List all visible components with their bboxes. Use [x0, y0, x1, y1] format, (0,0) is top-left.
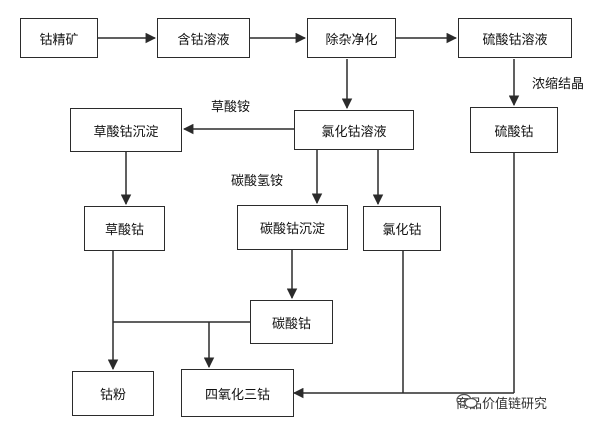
label-ammonium-bicarbonate: 碳酸氢铵	[231, 174, 284, 189]
node-cobalt-chloride: 氯化钴	[363, 206, 441, 251]
node-cobalt-containing-solution: 含钴溶液	[157, 18, 250, 58]
wechat-icon	[456, 393, 478, 409]
node-cobalt-concentrate: 钴精矿	[20, 18, 98, 58]
node-tricobalt-tetroxide: 四氧化三钴	[181, 369, 294, 417]
node-impurity-removal-purification: 除杂净化	[307, 18, 396, 58]
watermark-text: 商品价值链研究	[456, 397, 548, 412]
node-cobalt-carbonate-precipitate: 碳酸钴沉淀	[237, 205, 348, 250]
node-cobalt-sulfate-solution: 硫酸钴溶液	[458, 18, 572, 58]
node-cobalt-sulfate: 硫酸钴	[470, 107, 558, 153]
node-cobalt-powder: 钴粉	[72, 371, 154, 416]
node-cobalt-oxalate-precipitate: 草酸钴沉淀	[70, 108, 182, 152]
node-cobalt-chloride-solution: 氯化钴溶液	[294, 110, 414, 150]
watermark: 商品价值链研究	[456, 393, 547, 412]
node-cobalt-carbonate: 碳酸钴	[250, 300, 333, 344]
label-ammonium-oxalate: 草酸铵	[211, 100, 251, 115]
label-concentration-crystallization: 浓缩结晶	[532, 77, 585, 92]
node-cobalt-oxalate: 草酸钴	[84, 206, 165, 251]
